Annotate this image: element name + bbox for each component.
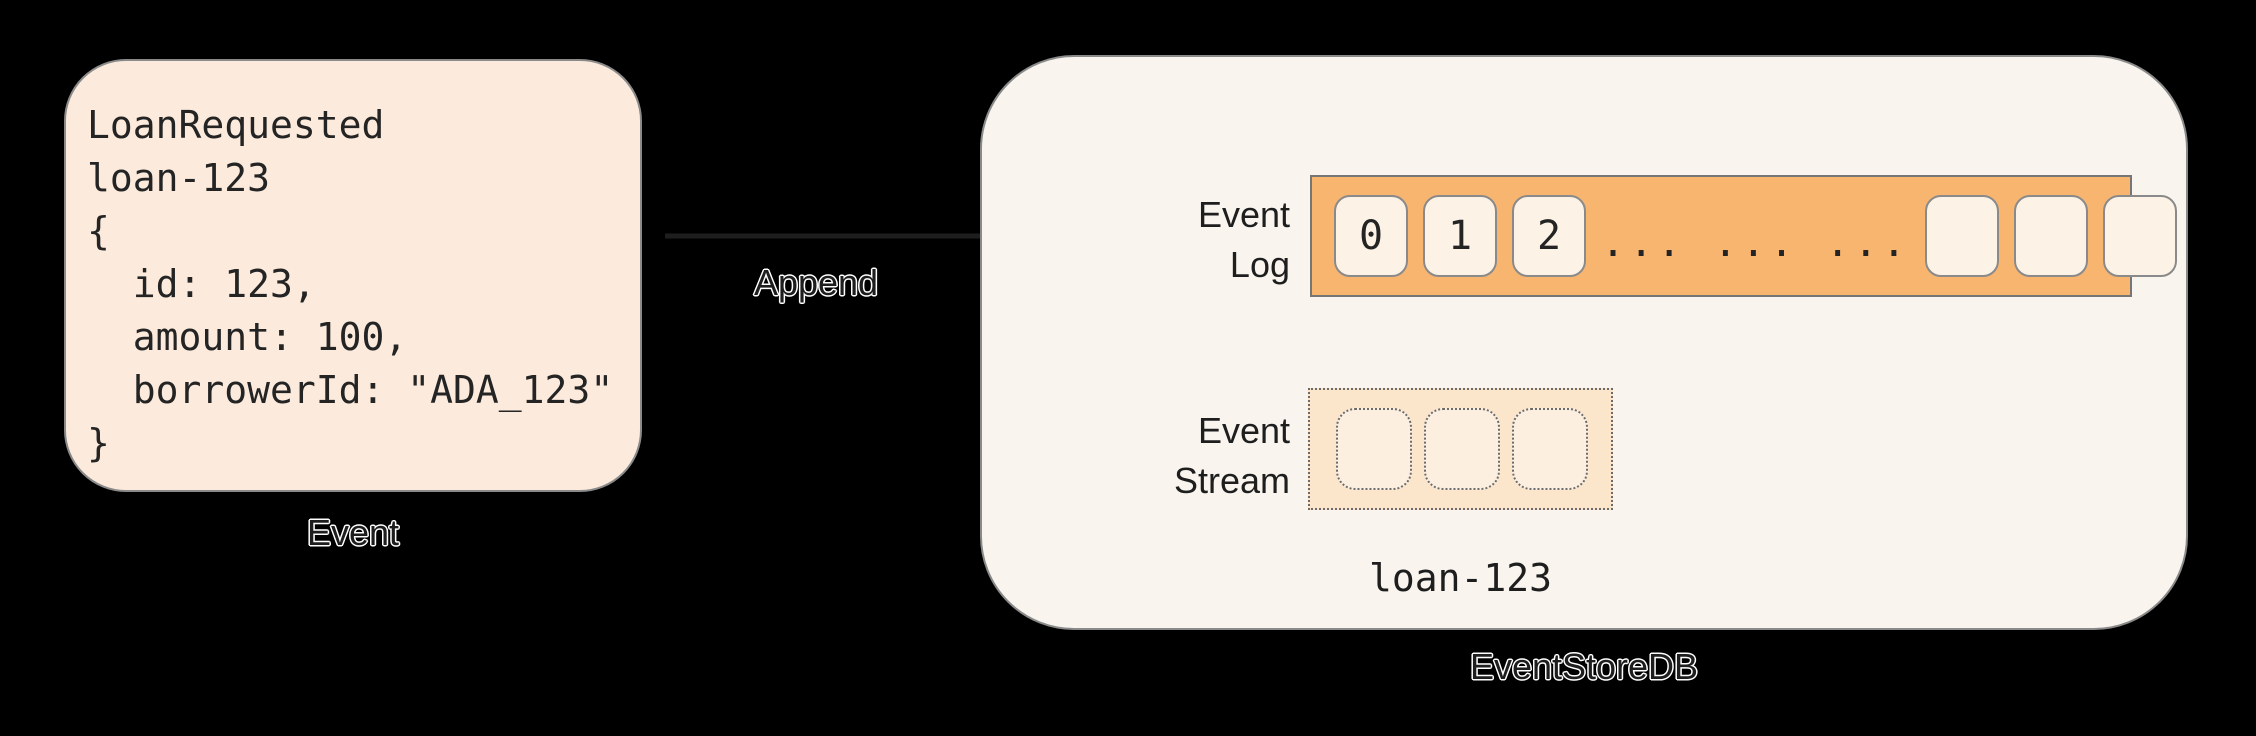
event-code: LoanRequested loan-123 { id: 123, amount: … (66, 61, 640, 470)
log-cell-empty (2013, 195, 2088, 277)
eventstoredb-label: EventStoreDB (1469, 646, 1699, 687)
event-stream-box (1308, 388, 1613, 510)
event-log-label: Event Log (1090, 190, 1290, 290)
code-line: amount: 100, (87, 315, 408, 359)
event-stream-label: Event Stream (1060, 406, 1290, 506)
stream-cell-empty (1512, 408, 1588, 490)
eventstoredb-box (980, 55, 2188, 630)
stream-name-label: loan-123 (1368, 556, 1553, 600)
event-log-bar: 0 1 2 ... ... ... (1310, 175, 2177, 297)
code-line: borrowerId: "ADA_123" (87, 368, 614, 412)
append-label: Append (753, 262, 879, 303)
event-stream-label-line1: Event (1197, 410, 1290, 451)
log-ellipsis: ... ... ... (1601, 220, 1910, 266)
event-card: LoanRequested loan-123 { id: 123, amount: … (64, 59, 642, 492)
code-line: id: 123, (87, 262, 316, 306)
event-log-label-line1: Event (1197, 194, 1290, 235)
log-cell-empty (1924, 195, 1999, 277)
stream-cell-empty (1336, 408, 1412, 490)
log-cell-empty (2102, 195, 2177, 277)
code-line: LoanRequested (87, 103, 385, 147)
code-line: loan-123 (87, 156, 271, 200)
event-card-label: Event (306, 512, 400, 553)
code-line: } (87, 421, 110, 465)
stream-cell-empty (1424, 408, 1500, 490)
code-line: { (87, 209, 110, 253)
log-cell-2: 2 (1512, 195, 1586, 277)
event-stream-label-line2: Stream (1173, 460, 1290, 501)
event-log-label-line2: Log (1229, 244, 1290, 285)
log-cell-1: 1 (1423, 195, 1497, 277)
log-cell-0: 0 (1334, 195, 1408, 277)
